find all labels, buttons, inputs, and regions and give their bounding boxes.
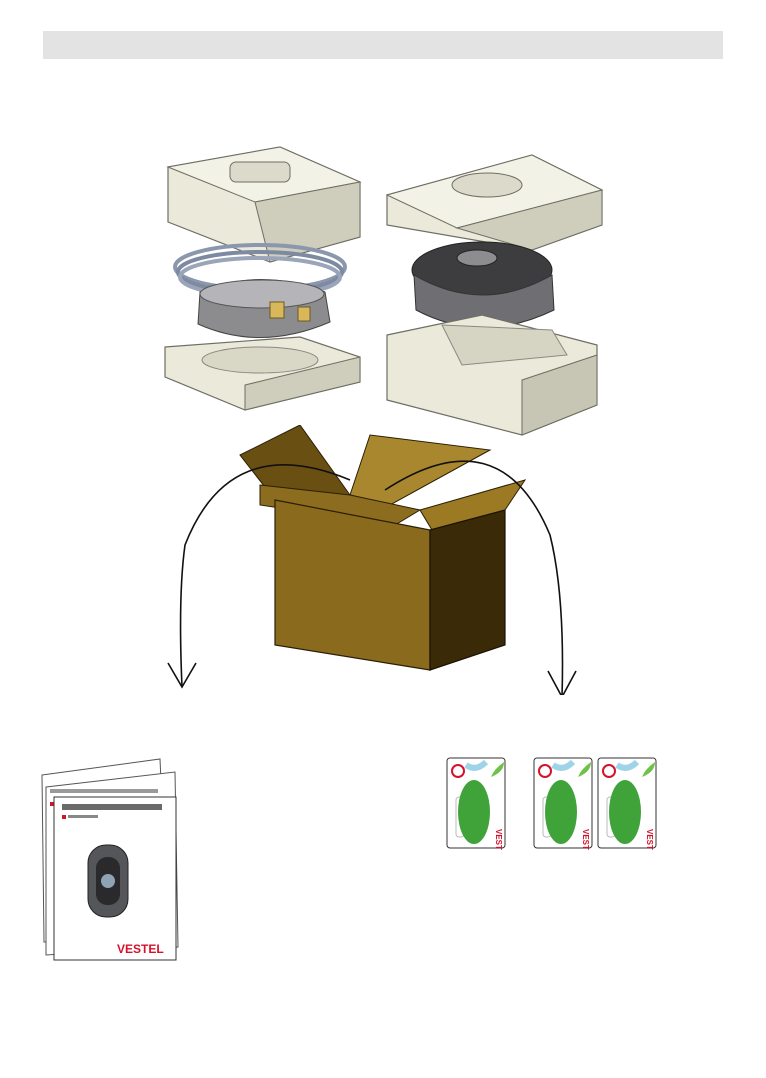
svg-text:VESTEL: VESTEL (581, 829, 590, 850)
cardboard-box-icon (160, 425, 600, 695)
rfid-card-icon: VESTEL (597, 757, 663, 850)
svg-text:VESTEL: VESTEL (645, 829, 654, 850)
header-bar (43, 31, 723, 59)
user-manual-icon: VESTEL (40, 757, 180, 962)
foam-packaging-right-icon (382, 150, 607, 440)
manual-brand: VESTEL (117, 942, 164, 956)
foam-packaging-left-icon (160, 142, 370, 412)
rfid-card-icon: VESTEL (533, 757, 599, 850)
rfid-card-icon: VESTEL (446, 757, 512, 850)
svg-text:VESTEL: VESTEL (494, 829, 503, 850)
